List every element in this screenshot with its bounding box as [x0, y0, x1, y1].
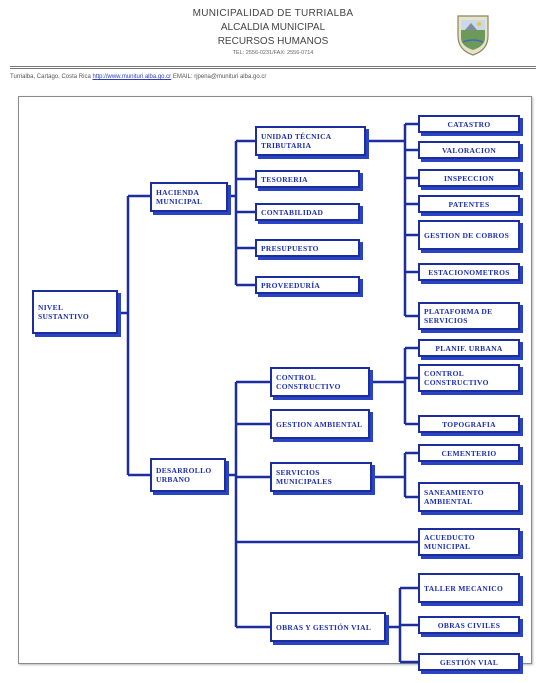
node-presupuesto: PRESUPUESTO — [255, 239, 360, 257]
node-control-constructivo: CONTROL CONSTRUCTIVO — [270, 367, 370, 397]
node-gestion-ambiental: GESTION AMBIENTAL — [270, 409, 370, 439]
node-contabilidad: CONTABILIDAD — [255, 203, 360, 221]
node-gestion-vial: GESTIÓN VIAL — [418, 653, 520, 671]
org-chart-frame — [18, 96, 532, 664]
node-inspeccion: INSPECCION — [418, 169, 520, 187]
node-planif-urbana: PLANIF. URBANA — [418, 339, 520, 357]
node-obras-y-gestion-vial: OBRAS Y GESTIÓN VIAL — [270, 612, 386, 642]
node-taller-mecanico: TALLER MECANICO — [418, 573, 520, 603]
header-alcaldia: ALCALDIA MUNICIPAL — [220, 22, 326, 33]
node-unidad-tecnica-tributaria: UNIDAD TÉCNICA TRIBUTARIA — [255, 126, 366, 156]
header-rule-top — [10, 66, 536, 67]
node-control-constructivo-sub: CONTROL CONSTRUCTIVO — [418, 364, 520, 392]
address-line: Turrialba, Cartago, Costa Rica http://ww… — [10, 74, 266, 80]
email-text: EMAIL: rjpena@munituri alba.go.cr — [171, 74, 267, 80]
node-obras-civiles: OBRAS CIVILES — [418, 616, 520, 634]
node-cementerio: CEMENTERIO — [418, 444, 520, 462]
node-tesoreria: TESORERIA — [255, 170, 360, 188]
node-servicios-municipales: SERVICIOS MUNICIPALES — [270, 462, 372, 492]
node-gestion-de-cobros: GESTION DE COBROS — [418, 220, 520, 250]
website-link[interactable]: http://www.munituri alba.go.cr — [92, 74, 172, 80]
node-topografia: TOPOGRAFIA — [418, 415, 520, 433]
header-department: RECURSOS HUMANOS — [217, 36, 329, 47]
node-valoracion: VALORACION — [418, 141, 520, 159]
node-saneamiento-ambiental: SANEAMIENTO AMBIENTAL — [418, 482, 520, 512]
node-plataforma-de-servicios: PLATAFORMA DE SERVICIOS — [418, 302, 520, 330]
address-text: Turrialba, Cartago, Costa Rica — [10, 74, 91, 80]
node-catastro: CATASTRO — [418, 115, 520, 133]
node-nivel-sustantivo: NIVEL SUSTANTIVO — [32, 290, 118, 334]
node-patentes: PATENTES — [418, 195, 520, 213]
node-hacienda-municipal: HACIENDA MUNICIPAL — [150, 182, 228, 212]
node-desarrollo-urbano: DESARROLLO URBANO — [150, 458, 226, 492]
node-acueducto-municipal: ACUEDUCTO MUNICIPAL — [418, 528, 520, 556]
header-rule-bottom — [10, 68, 536, 69]
header-municipality: MUNICIPALIDAD DE TURRIALBA — [192, 8, 354, 19]
header-phone: TEL: 2556-0231/FAX: 2556-0714 — [232, 50, 314, 56]
node-estacionometros: ESTACIONOMETROS — [418, 263, 520, 281]
municipal-seal-icon — [457, 15, 489, 56]
node-proveeduria: PROVEEDURÍA — [255, 276, 360, 294]
